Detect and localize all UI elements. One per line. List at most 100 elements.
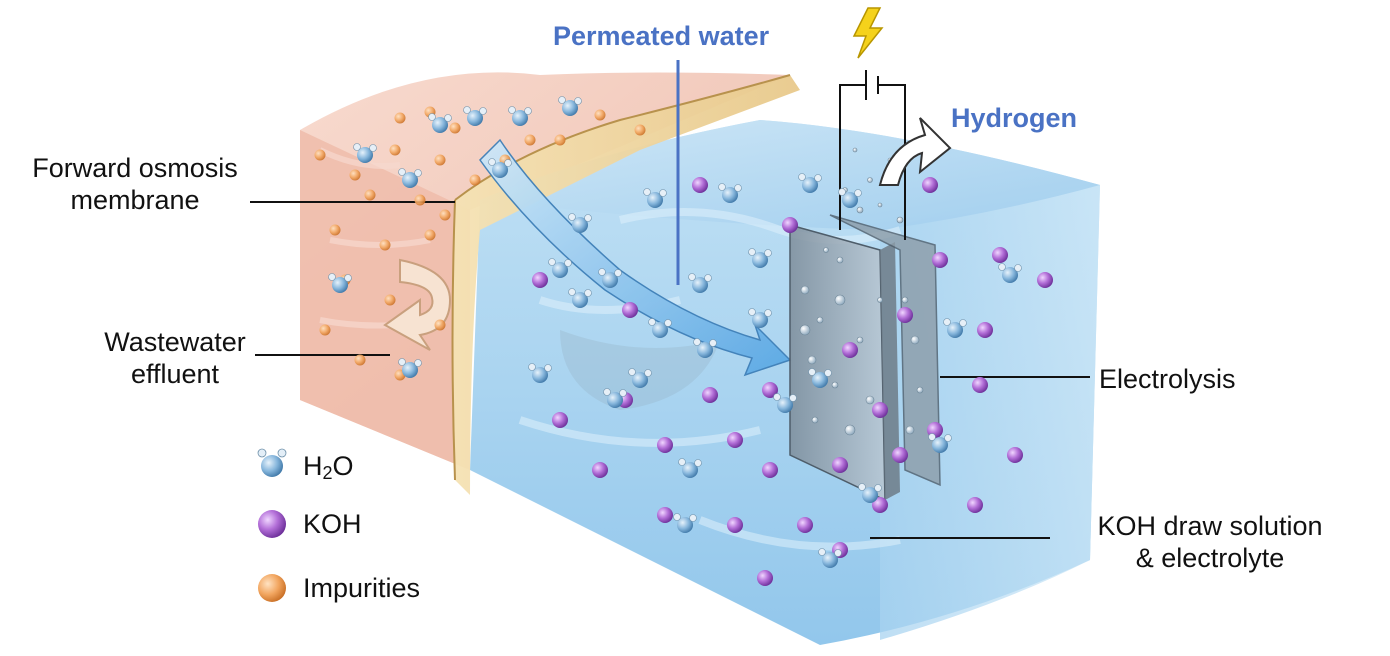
hydrogen-flow-arrow xyxy=(878,117,952,186)
koh-particle xyxy=(922,177,938,193)
koh-particle xyxy=(892,447,908,463)
water-molecule xyxy=(688,273,712,293)
water-molecule xyxy=(928,433,952,453)
water-molecule xyxy=(353,143,377,163)
impurity-particle xyxy=(319,324,331,336)
koh-particle xyxy=(592,462,608,478)
water-molecule xyxy=(548,258,572,278)
koh-particle xyxy=(657,507,673,523)
impurity-particle xyxy=(384,294,396,306)
koh-solution-label-line1: KOH draw solution xyxy=(1097,511,1323,541)
koh-particles xyxy=(532,177,1053,586)
koh-particle xyxy=(657,437,673,453)
koh-particle xyxy=(797,517,813,533)
koh-particle xyxy=(842,342,858,358)
electrode-pair xyxy=(789,214,941,502)
legend-water-sub: 2 xyxy=(322,463,333,483)
fo-membrane-label-line2: membrane xyxy=(70,185,200,215)
water-molecule xyxy=(693,338,717,358)
water-molecule xyxy=(838,188,862,208)
water-molecule xyxy=(673,513,697,533)
koh-particle xyxy=(967,497,983,513)
water-molecule xyxy=(463,106,487,126)
impurity-particle xyxy=(554,134,566,146)
water-molecule xyxy=(428,113,452,133)
koh-particle xyxy=(727,517,743,533)
water-molecule xyxy=(798,173,822,193)
koh-particle xyxy=(1037,272,1053,288)
impurity-particle xyxy=(389,144,401,156)
impurity-particle xyxy=(424,229,436,241)
koh-particle xyxy=(872,497,888,513)
permeated-water-label: Permeated water xyxy=(553,21,770,51)
impurity-particle xyxy=(354,354,366,366)
electrolysis-label: Electrolysis xyxy=(1099,364,1236,394)
koh-particle xyxy=(727,432,743,448)
impurity-particle xyxy=(524,134,536,146)
koh-particle xyxy=(762,462,778,478)
koh-particle xyxy=(992,247,1008,263)
water-molecule xyxy=(648,318,672,338)
koh-particle xyxy=(1007,447,1023,463)
water-molecule xyxy=(773,393,797,413)
wastewater-label-line1: Wastewater xyxy=(104,327,246,357)
koh-particle xyxy=(552,412,568,428)
impurity-particle xyxy=(594,109,606,121)
legend-water-tail: O xyxy=(332,451,354,481)
koh-particle xyxy=(532,272,548,288)
impurity-particle xyxy=(414,194,426,206)
impurity-particle xyxy=(329,224,341,236)
water-molecule xyxy=(808,368,832,388)
impurity-particle xyxy=(634,124,646,136)
hydrogen-bubbles xyxy=(799,147,924,436)
koh-particle xyxy=(897,307,913,323)
water-molecule xyxy=(508,106,532,126)
water-molecule xyxy=(628,368,652,388)
impurity-particle xyxy=(314,149,326,161)
impurity-particle xyxy=(364,189,376,201)
fo-membrane-label: Forward osmosis membrane xyxy=(10,152,260,216)
koh-particle xyxy=(972,377,988,393)
koh-particle xyxy=(932,252,948,268)
koh-particle xyxy=(692,177,708,193)
impurity-particle xyxy=(439,209,451,221)
koh-particle xyxy=(757,570,773,586)
water-molecule xyxy=(528,363,552,383)
legend-water-icon xyxy=(257,448,287,477)
water-molecule xyxy=(718,183,742,203)
koh-particle xyxy=(782,217,798,233)
legend-water-main: H xyxy=(303,451,323,481)
water-molecule xyxy=(603,388,627,408)
lightning-bolt-icon xyxy=(852,7,884,59)
legend-impurities-label: Impurities xyxy=(303,573,421,603)
impurity-particle xyxy=(394,112,406,124)
koh-particle xyxy=(702,387,718,403)
water-molecule xyxy=(558,96,582,116)
water-molecule xyxy=(328,273,352,293)
wastewater-flow-arrow xyxy=(383,258,452,351)
water-molecule xyxy=(598,268,622,288)
fo-membrane-label-line1: Forward osmosis xyxy=(32,153,238,183)
koh-particle xyxy=(622,302,638,318)
koh-solution-label-line2: & electrolyte xyxy=(1135,543,1285,573)
hydrogen-label: Hydrogen xyxy=(951,103,1078,133)
impurity-particle xyxy=(349,169,361,181)
impurity-particle xyxy=(434,154,446,166)
koh-particle xyxy=(762,382,778,398)
water-molecule xyxy=(643,188,667,208)
legend-koh-label: KOH xyxy=(303,509,362,539)
impurity-particle xyxy=(379,239,391,251)
koh-particle xyxy=(872,402,888,418)
impurity-particle xyxy=(434,319,446,331)
water-molecule xyxy=(678,458,702,478)
impurity-particle xyxy=(449,122,461,134)
water-molecule xyxy=(398,168,422,188)
circuit-wires xyxy=(839,70,906,240)
water-molecule xyxy=(748,248,772,268)
wastewater-label-line2: effluent xyxy=(130,359,220,389)
water-molecule xyxy=(568,288,592,308)
water-molecule xyxy=(858,483,882,503)
water-molecules xyxy=(328,96,1022,568)
water-molecule xyxy=(748,308,772,328)
